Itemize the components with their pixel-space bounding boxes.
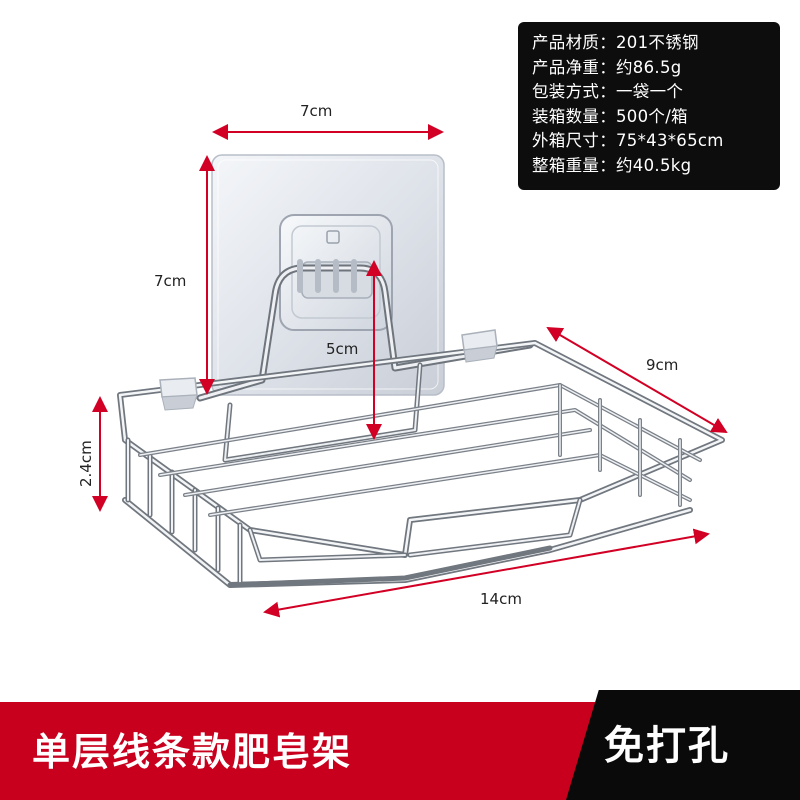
spec-panel: 产品材质：201不锈钢 产品净重：约86.5g 包装方式：一袋一个 装箱数量：5… (518, 22, 780, 190)
spec-row: 整箱重量：约40.5kg (532, 154, 780, 179)
spec-label: 整箱重量： (532, 155, 616, 175)
dim-line-length (263, 528, 710, 618)
spec-value: 75*43*65cm (616, 131, 724, 150)
spec-value: 500个/箱 (616, 106, 688, 126)
dim-label-height: 2.4cm (77, 440, 95, 487)
dim-label-length: 14cm (480, 590, 522, 608)
spec-row: 包装方式：一袋一个 (532, 80, 780, 105)
spec-label: 产品净重： (532, 57, 616, 77)
dimension-lines (92, 124, 728, 618)
banner-tag-text: 免打孔 (604, 723, 730, 769)
banner-title: 单层线条款肥皂架 (32, 730, 353, 774)
spec-label: 装箱数量： (532, 106, 616, 126)
spec-row: 产品净重：约86.5g (532, 56, 780, 81)
spec-value: 201不锈钢 (616, 33, 699, 52)
spec-value: 约40.5kg (616, 155, 692, 175)
dim-label-plate-width: 7cm (300, 102, 333, 120)
dim-line-depth (546, 326, 728, 434)
spec-label: 外箱尺寸： (532, 131, 616, 150)
spec-label: 产品材质： (532, 33, 616, 52)
spec-row: 产品材质：201不锈钢 (532, 31, 780, 56)
dim-label-plate-height: 7cm (154, 272, 187, 290)
plastic-end-caps (159, 329, 498, 411)
dim-label-depth: 9cm (646, 356, 679, 374)
spec-value: 约86.5g (616, 57, 682, 77)
spec-value: 一袋一个 (616, 82, 684, 101)
spec-label: 包装方式： (532, 82, 616, 101)
banner-black-tag (566, 690, 800, 800)
spec-row: 装箱数量：500个/箱 (532, 105, 780, 130)
spec-row: 外箱尺寸：75*43*65cm (532, 129, 780, 154)
dim-label-hook-height: 5cm (326, 340, 359, 358)
